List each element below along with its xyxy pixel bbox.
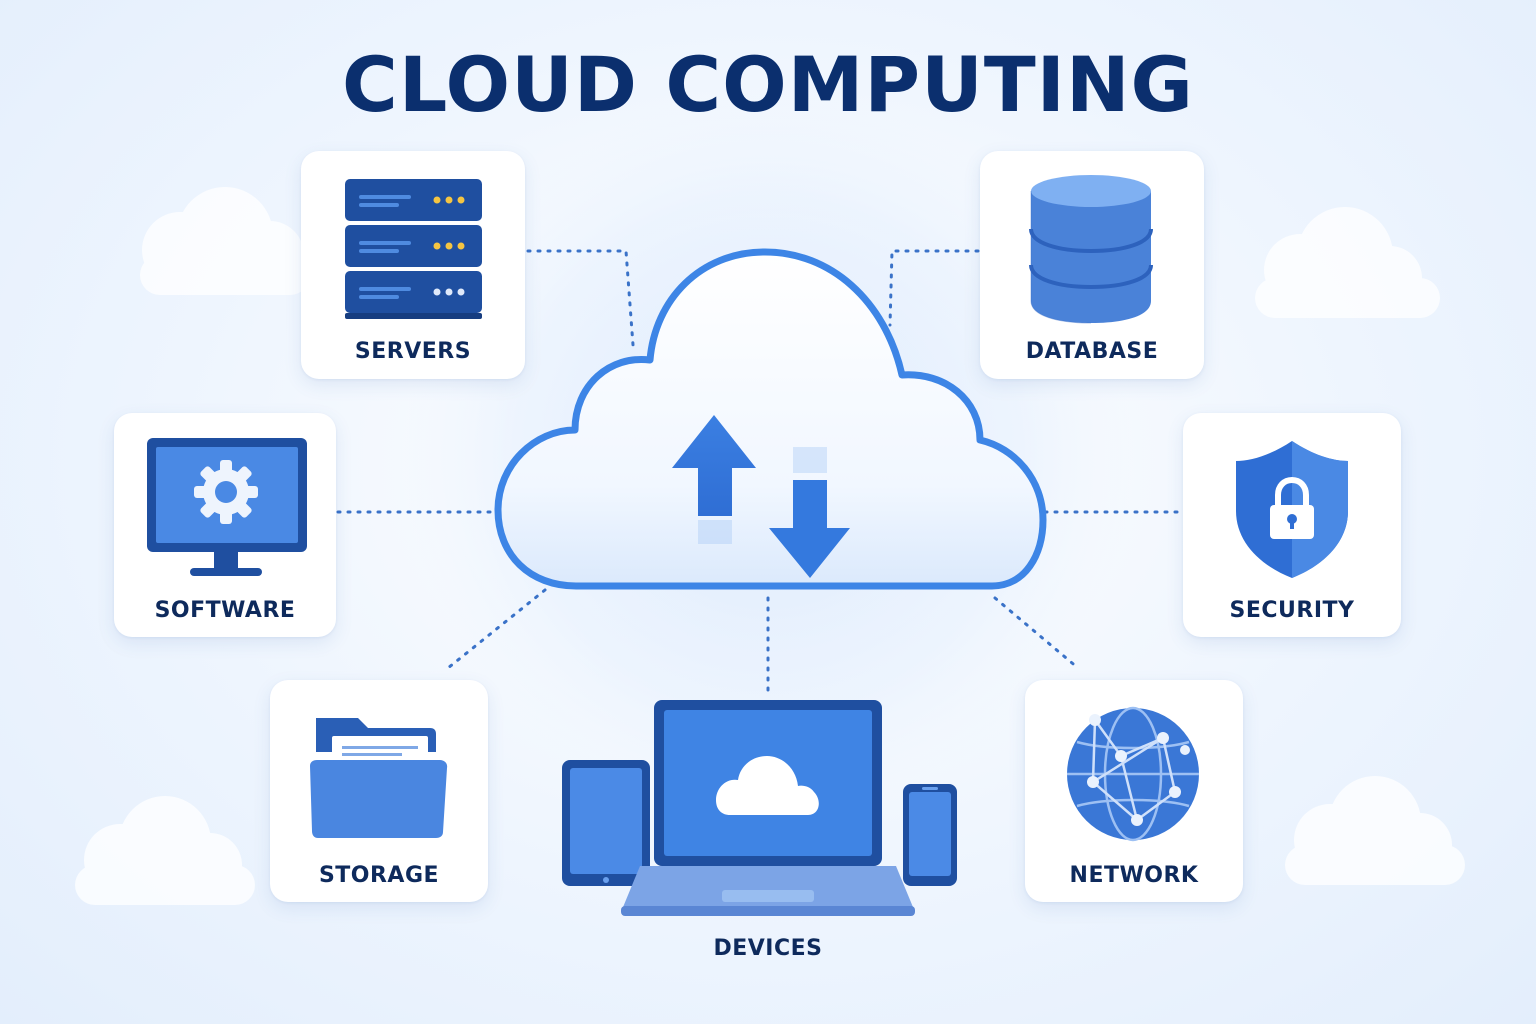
connector-network bbox=[993, 596, 1080, 670]
download-arrow-icon bbox=[769, 447, 850, 578]
network-label: NETWORK bbox=[1069, 863, 1199, 888]
server-rack-icon bbox=[345, 179, 482, 319]
background-clouds bbox=[75, 187, 1465, 905]
database-card: DATABASE bbox=[980, 151, 1204, 379]
devices-label: DEVICES bbox=[713, 936, 823, 961]
storage-label: STORAGE bbox=[318, 863, 440, 888]
security-label: SECURITY bbox=[1229, 598, 1355, 623]
security-card: SECURITY bbox=[1183, 413, 1401, 637]
laptop-icon bbox=[621, 700, 915, 916]
connector-database bbox=[888, 249, 980, 327]
phone-icon bbox=[903, 784, 957, 886]
laptop-cloud-icon bbox=[716, 756, 819, 815]
monitor-gear-icon bbox=[147, 438, 307, 576]
page-title: CLOUD COMPUTING bbox=[342, 40, 1194, 129]
connectors bbox=[336, 249, 1184, 698]
storage-card: STORAGE bbox=[270, 680, 488, 902]
shield-lock-icon bbox=[1236, 441, 1348, 578]
upload-arrow-icon bbox=[672, 415, 756, 544]
central-cloud bbox=[494, 248, 1047, 590]
connector-storage bbox=[446, 588, 547, 670]
servers-label: SERVERS bbox=[354, 339, 472, 364]
devices-illustration bbox=[562, 700, 957, 916]
network-card: NETWORK bbox=[1025, 680, 1243, 902]
tablet-icon bbox=[562, 760, 650, 886]
database-icon bbox=[1029, 175, 1153, 324]
database-label: DATABASE bbox=[1025, 339, 1159, 364]
connector-servers bbox=[526, 249, 635, 347]
servers-card: SERVERS bbox=[301, 151, 525, 379]
software-card: SOFTWARE bbox=[114, 413, 336, 637]
folder-icon bbox=[310, 718, 448, 838]
gear-icon bbox=[194, 460, 258, 524]
cloud-shape bbox=[494, 248, 1047, 590]
software-label: SOFTWARE bbox=[154, 598, 296, 623]
lock-icon bbox=[1270, 476, 1314, 539]
globe-network-icon bbox=[1067, 706, 1199, 842]
